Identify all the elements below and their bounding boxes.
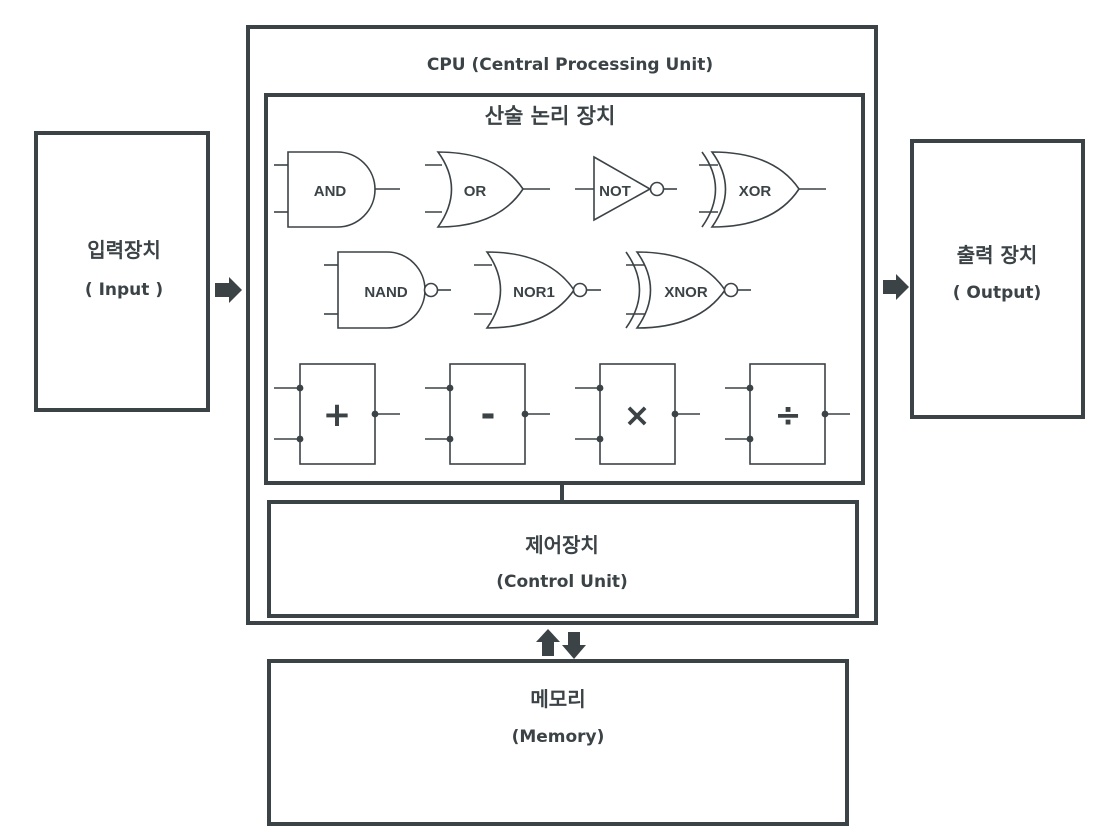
cpu-to-output-arrow (883, 274, 909, 300)
xnor-gate: XNOR (625, 251, 751, 329)
add-unit: + (274, 363, 400, 465)
input-device-subtitle: ( Input ) (85, 280, 163, 300)
memory-subtitle: (Memory) (512, 727, 605, 747)
multiply-operator: × (624, 396, 651, 434)
memory-block: 메모리 (Memory) (267, 659, 849, 826)
xnor-gate-label: XNOR (664, 284, 708, 301)
not-gate-label: NOT (599, 183, 631, 200)
subtract-operator: - (481, 394, 496, 435)
nand-gate: NAND (324, 251, 451, 329)
divide-operator: ÷ (775, 396, 802, 434)
input-device-title: 입력장치 (87, 238, 161, 262)
alu-title: 산술 논리 장치 (485, 104, 616, 128)
add-operator: + (323, 395, 352, 435)
control-unit-title: 제어장치 (525, 533, 599, 557)
or-gate-label: OR (464, 183, 487, 200)
and-gate-label: AND (314, 183, 347, 200)
control-unit-subtitle: (Control Unit) (496, 572, 628, 592)
alu-block: 산술 논리 장치 AND OR NOT (264, 93, 865, 485)
xor-gate: XOR (699, 151, 826, 228)
output-device-title: 출력 장치 (957, 243, 1038, 267)
control-unit-block: 제어장치 (Control Unit) (267, 500, 859, 618)
and-gate: AND (274, 151, 400, 228)
memory-to-cpu-arrow (536, 629, 560, 656)
nor1-gate: NOR1 (474, 251, 601, 329)
multiply-unit: × (575, 363, 700, 465)
output-device-subtitle: ( Output) (953, 283, 1042, 303)
not-gate: NOT (575, 155, 677, 222)
xor-gate-label: XOR (739, 183, 772, 200)
input-to-cpu-arrow (215, 277, 242, 303)
cpu-to-memory-arrow (562, 632, 586, 659)
subtract-unit: - (425, 363, 550, 465)
or-gate: OR (425, 151, 550, 228)
divide-unit: ÷ (725, 363, 850, 465)
cpu-title: CPU (Central Processing Unit) (427, 55, 713, 75)
nor1-gate-label: NOR1 (513, 284, 555, 301)
memory-title: 메모리 (530, 687, 585, 711)
output-device-block: 출력 장치 ( Output) (910, 139, 1085, 419)
input-device-block: 입력장치 ( Input ) (34, 131, 210, 412)
nand-gate-label: NAND (364, 284, 407, 301)
